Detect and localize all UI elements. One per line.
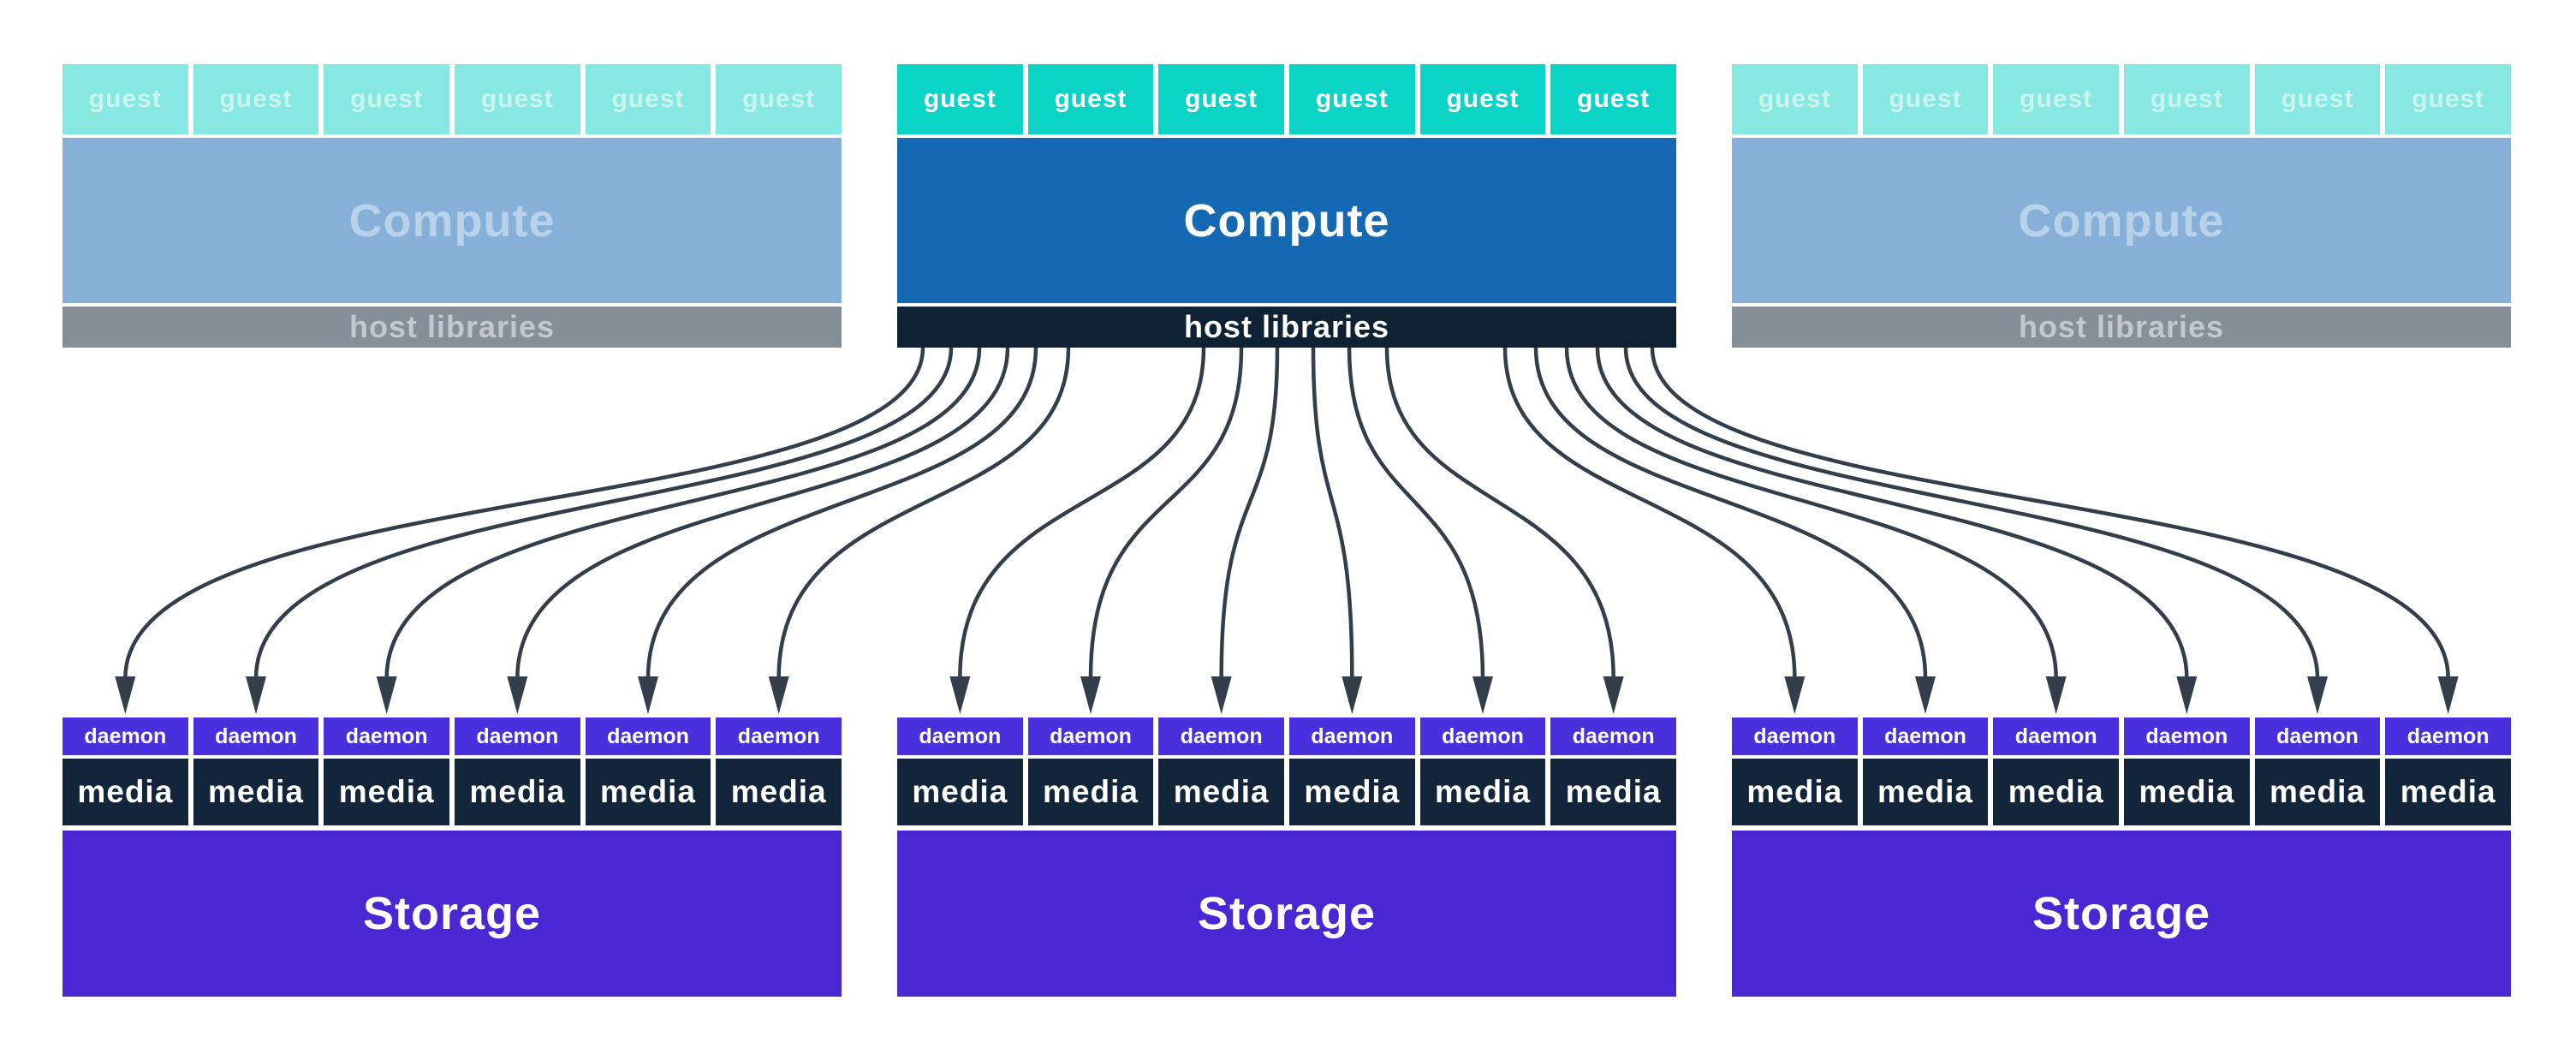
compute-block: Compute <box>1732 138 2511 303</box>
media-box: media <box>716 759 842 825</box>
guest-box: guest <box>1289 64 1415 134</box>
guest-box: guest <box>585 64 711 134</box>
daemon-box: daemon <box>1027 718 1154 755</box>
guest-box: guest <box>193 64 319 134</box>
media-box: media <box>1289 759 1415 825</box>
media-box: media <box>62 759 188 825</box>
storage-block: Storage <box>1732 831 2511 997</box>
guest-box: guest <box>716 64 842 134</box>
media-row: media media media media media media <box>62 759 842 825</box>
daemon-box: daemon <box>585 718 711 755</box>
media-box: media <box>2385 759 2511 825</box>
compute-node-column-center: guest guest guest guest guest guest Comp… <box>897 0 1676 1060</box>
guest-box: guest <box>455 64 580 134</box>
daemon-box: daemon <box>455 718 580 755</box>
daemon-row: daemon daemon daemon daemon daemon daemo… <box>62 718 842 755</box>
compute-block: Compute <box>897 138 1676 303</box>
daemon-row: daemon daemon daemon daemon daemon daemo… <box>1732 718 2511 755</box>
guest-box: guest <box>1732 64 1858 134</box>
media-row: media media media media media media <box>1732 759 2511 825</box>
daemon-box: daemon <box>1550 718 1676 755</box>
media-box: media <box>1158 759 1284 825</box>
guest-box: guest <box>1550 64 1676 134</box>
compute-block: Compute <box>62 138 842 303</box>
daemon-box: daemon <box>2385 718 2511 755</box>
guest-row: guest guest guest guest guest guest <box>1732 64 2511 134</box>
media-box: media <box>585 759 711 825</box>
daemon-box: daemon <box>1289 718 1415 755</box>
media-box: media <box>1862 759 1989 825</box>
media-box: media <box>1993 759 2119 825</box>
guest-box: guest <box>2254 64 2381 134</box>
daemon-box: daemon <box>716 718 842 755</box>
daemon-box: daemon <box>1993 718 2119 755</box>
media-box: media <box>897 759 1023 825</box>
daemon-box: daemon <box>193 718 319 755</box>
media-box: media <box>2124 759 2250 825</box>
daemon-box: daemon <box>1862 718 1989 755</box>
guest-box: guest <box>324 64 449 134</box>
media-box: media <box>1550 759 1676 825</box>
media-box: media <box>2254 759 2381 825</box>
daemon-box: daemon <box>897 718 1023 755</box>
guest-box: guest <box>1027 64 1154 134</box>
guest-box: guest <box>897 64 1023 134</box>
media-box: media <box>455 759 580 825</box>
daemon-box: daemon <box>1419 718 1546 755</box>
media-box: media <box>324 759 449 825</box>
guest-box: guest <box>62 64 188 134</box>
daemon-box: daemon <box>2124 718 2250 755</box>
storage-block: Storage <box>897 831 1676 997</box>
daemon-box: daemon <box>62 718 188 755</box>
guest-row: guest guest guest guest guest guest <box>897 64 1676 134</box>
media-row: media media media media media media <box>897 759 1676 825</box>
media-box: media <box>1732 759 1858 825</box>
guest-box: guest <box>1993 64 2119 134</box>
storage-block: Storage <box>62 831 842 997</box>
daemon-row: daemon daemon daemon daemon daemon daemo… <box>897 718 1676 755</box>
compute-node-column-right: guest guest guest guest guest guest Comp… <box>1732 0 2511 1060</box>
media-box: media <box>193 759 319 825</box>
media-box: media <box>1027 759 1154 825</box>
guest-box: guest <box>2124 64 2250 134</box>
daemon-box: daemon <box>1158 718 1284 755</box>
guest-box: guest <box>2385 64 2511 134</box>
host-libraries-bar: host libraries <box>62 307 842 348</box>
daemon-box: daemon <box>2254 718 2381 755</box>
media-box: media <box>1419 759 1546 825</box>
guest-row: guest guest guest guest guest guest <box>62 64 842 134</box>
daemon-box: daemon <box>1732 718 1858 755</box>
guest-box: guest <box>1158 64 1284 134</box>
compute-node-column-left: guest guest guest guest guest guest Comp… <box>62 0 842 1060</box>
daemon-box: daemon <box>324 718 449 755</box>
host-libraries-bar: host libraries <box>897 307 1676 348</box>
guest-box: guest <box>1862 64 1989 134</box>
host-libraries-bar: host libraries <box>1732 307 2511 348</box>
guest-box: guest <box>1419 64 1546 134</box>
